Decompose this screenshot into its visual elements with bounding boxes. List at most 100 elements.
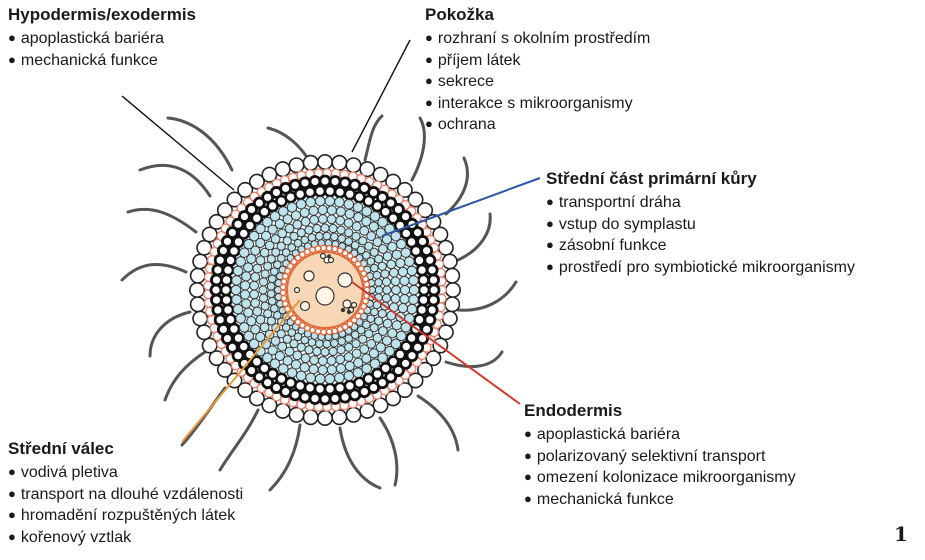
epidermis-cell (318, 411, 332, 425)
cortex-cell (309, 365, 318, 374)
cortex-cell (268, 297, 276, 305)
hypodermis-list: apoplastická bariéra mechanická funkce (8, 28, 196, 71)
epidermis-cell (443, 254, 457, 268)
cortex-cell (259, 286, 267, 294)
cortex-cell (329, 347, 337, 355)
stredni-valec-list: vodivá pletiva transport na dlouhé vzdál… (8, 462, 243, 548)
cortex-cell (241, 290, 250, 299)
hypodermis-cell (222, 275, 232, 285)
hypodermis-cell (325, 384, 335, 394)
epidermis-cell (445, 268, 459, 282)
epidermis-cell (197, 241, 211, 255)
epidermis-cell (373, 398, 387, 412)
list-item: sekrece (425, 71, 650, 93)
cortex-cell (301, 354, 310, 363)
stredni-valec-title: Střední válec (8, 438, 243, 459)
cortex-cell (405, 257, 415, 267)
central-cylinder (287, 252, 363, 328)
cortex-cell (244, 263, 253, 272)
cortex-cell (409, 295, 419, 305)
cortex-cell (297, 229, 305, 237)
cortex-cell (409, 276, 419, 286)
hypodermis-cell (418, 295, 428, 305)
list-item: polarizovaný selektivní transport (524, 446, 796, 468)
cortex-cell (291, 360, 300, 369)
cortex-cell (375, 286, 383, 294)
hypodermis-cell (211, 285, 221, 295)
hypodermis-cell (320, 176, 330, 186)
epidermis-cell (439, 241, 453, 255)
cortex-cell (291, 211, 300, 220)
endodermis-title: Endodermis (524, 400, 796, 421)
xylem-vessel (316, 287, 334, 305)
list-item: transportní dráha (546, 192, 855, 214)
cortex-cell (375, 279, 383, 287)
hypodermis-cell (345, 381, 355, 391)
cortex-cell (398, 304, 407, 313)
hypodermis-cell (419, 285, 429, 295)
root-hair (122, 264, 186, 280)
cortex-cell (383, 286, 391, 294)
cortex-cell (267, 282, 275, 290)
cortex-cell (313, 224, 321, 232)
cortex-cell (253, 307, 262, 316)
epidermis-cell (289, 158, 303, 172)
cortex-cell (335, 373, 345, 383)
cortex-cell (316, 232, 324, 240)
cortex-cell (336, 216, 345, 225)
cortex-cell (318, 365, 327, 374)
root-hair (270, 425, 300, 490)
hypodermis-cell (335, 383, 345, 393)
root-hair (268, 128, 310, 162)
list-item: mechanická funkce (8, 50, 196, 72)
hypodermis-title: Hypodermis/exodermis (8, 4, 196, 25)
list-item: transport na dlouhé vzdálenosti (8, 484, 243, 506)
cortex-cell (315, 374, 325, 384)
cortex-cell (327, 365, 336, 374)
epidermis-cell (190, 283, 204, 297)
endodermis-cell (321, 245, 327, 251)
cortex-cell (381, 270, 389, 278)
list-item: mechanická funkce (524, 489, 796, 511)
hypodermis-cell (221, 285, 231, 295)
cortex-cell (353, 203, 363, 213)
endodermis-cell (280, 290, 286, 296)
cortex-cell (301, 217, 310, 226)
list-item: rozhraní s okolním prostředím (425, 28, 650, 50)
cortex-cell (389, 268, 398, 277)
endodermis-cell (332, 328, 338, 334)
cortex-cell (242, 272, 251, 281)
endodermis-cell (326, 245, 332, 251)
hypodermis-cell (215, 315, 225, 325)
cortex-cell (378, 262, 386, 270)
pokozka-leader (352, 40, 410, 152)
hypodermis-cell (310, 176, 320, 186)
epidermis-cell (193, 311, 207, 325)
cortex-cell (231, 285, 241, 295)
hypodermis-cell (213, 305, 223, 315)
list-item: omezení kolonizace mikroorganismy (524, 467, 796, 489)
root-hair (446, 352, 502, 367)
cortex-cell (242, 299, 251, 308)
cortex-cell (325, 374, 335, 384)
cortex-cell (382, 278, 390, 286)
root-hair (458, 282, 516, 310)
hypodermis-cell (330, 176, 340, 186)
hypodermis-cell (211, 295, 221, 305)
cortex-cell (251, 299, 260, 308)
hypodermis-cell (222, 295, 232, 305)
cortex-cell (244, 308, 253, 317)
cortex-cell (256, 315, 265, 324)
cortex-cell (259, 294, 267, 302)
cortex-cell (267, 290, 275, 298)
xylem-vessel (343, 300, 351, 308)
cortex-cell (316, 340, 324, 348)
endodermis-cell (315, 246, 321, 252)
endodermis-cell (280, 284, 286, 290)
root-hair (380, 418, 397, 485)
hypodermis-cell (330, 394, 340, 404)
epidermis-cell (191, 268, 205, 282)
epidermis-cell (303, 410, 317, 424)
list-item: vodivá pletiva (8, 462, 243, 484)
cortex-cell (233, 304, 243, 314)
